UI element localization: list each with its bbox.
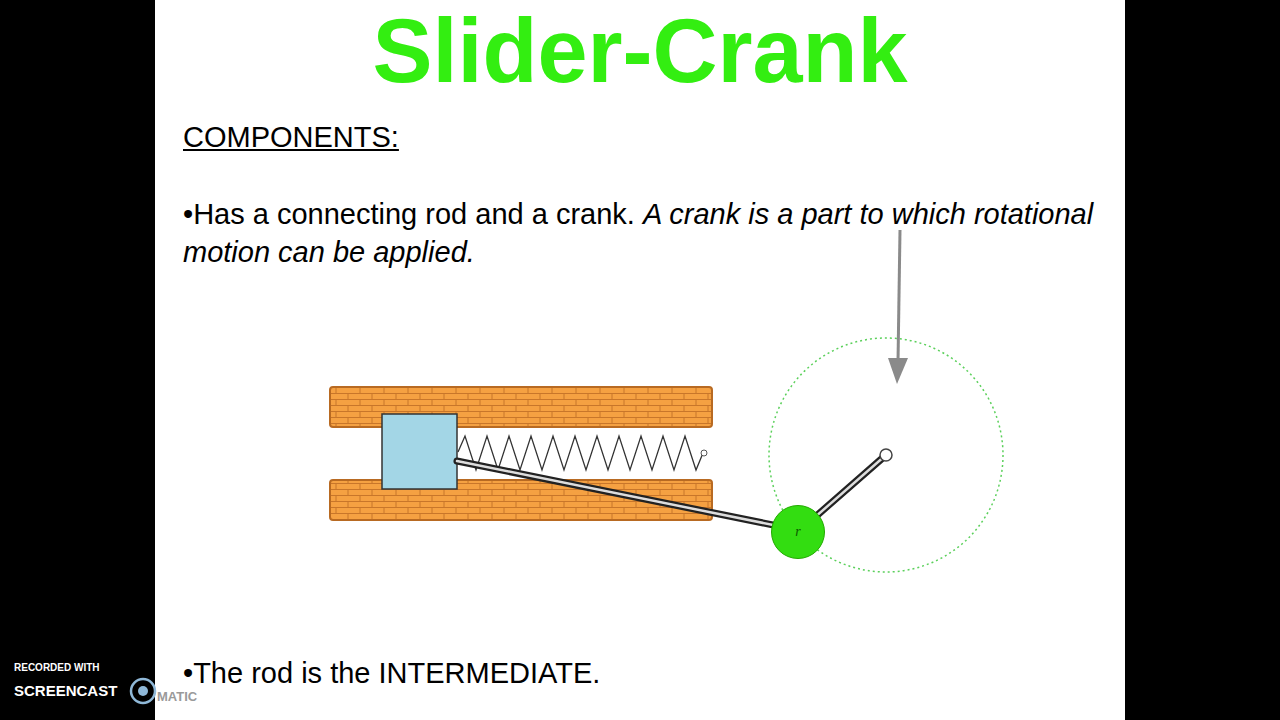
spring-anchor <box>701 450 707 456</box>
connecting-rod <box>457 461 798 530</box>
watermark-text: RECORDED WITH <box>14 662 100 674</box>
watermark-text: SCREENCAST <box>14 682 117 700</box>
pointer-arrow-shaft <box>898 230 900 362</box>
slide-background <box>155 0 1125 720</box>
section-heading: COMPONENTS: <box>183 119 399 155</box>
bullet-point: •The rod is the INTERMEDIATE. <box>183 655 600 691</box>
bullet-point: •Has a connecting rod and a crank. <box>183 198 635 230</box>
screencast-logo-ring <box>131 679 155 703</box>
watermark-text: MATIC <box>157 690 197 704</box>
slider-block <box>382 414 457 489</box>
bullet-paragraph: •Has a connecting rod and a crank. A cra… <box>183 195 1103 271</box>
pointer-arrow-head <box>888 358 908 384</box>
connecting-rod-highlight <box>457 461 798 530</box>
node-label: r <box>795 524 800 540</box>
crank-pin <box>880 449 892 461</box>
crank-hub: r <box>771 505 825 559</box>
screencast-logo-dot <box>138 686 148 696</box>
spring <box>458 436 703 470</box>
slide-title: Slider-Crank <box>155 0 1125 106</box>
crank-path-circle <box>769 338 1003 572</box>
